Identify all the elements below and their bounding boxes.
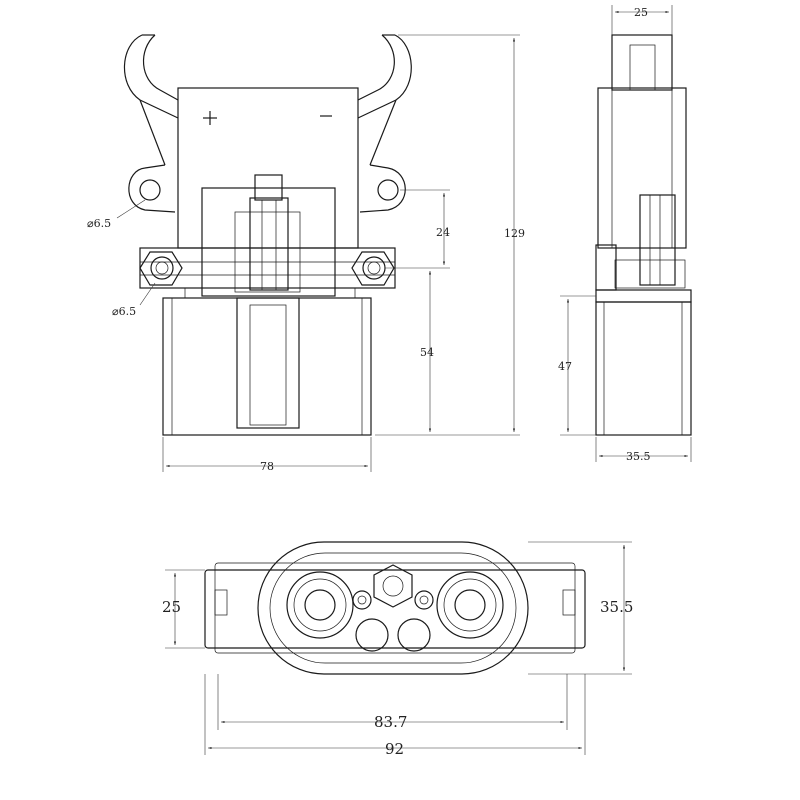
bottom-dim-92: 92 [204, 674, 586, 758]
bottom-dim-83-7: 83.7 [217, 674, 568, 731]
nut-right [351, 251, 395, 286]
terminal-left [286, 571, 354, 639]
bottom-dim-35-5-label: 35.5 [600, 598, 633, 616]
dim-78: 78 [162, 437, 372, 473]
side-dim-47: 47 [558, 295, 596, 436]
mounting-hole-left [139, 179, 161, 201]
side-dim-25: 25 [611, 5, 673, 35]
side-dim-47-label: 47 [558, 360, 572, 373]
side-view [595, 34, 692, 436]
bottom-dim-25-label: 25 [162, 598, 181, 616]
front-view [123, 34, 412, 436]
dim-24: 24 [385, 189, 450, 269]
dim-24-label: 24 [436, 226, 450, 239]
terminal-right [436, 571, 504, 639]
bottom-dim-25: 25 [162, 569, 205, 649]
dim-54: 54 [375, 271, 440, 436]
bottom-dim-92-label: 92 [385, 740, 404, 758]
side-dim-25-label: 25 [634, 6, 648, 19]
side-dim-35-5: 35.5 [595, 437, 692, 463]
dim-78-label: 78 [260, 460, 274, 473]
dim-129-label: 129 [504, 227, 525, 240]
bottom-dim-83-7-label: 83.7 [374, 713, 407, 731]
side-dim-35-5-label: 35.5 [626, 450, 651, 463]
dim-129: 129 [398, 34, 525, 436]
nut-left [139, 251, 183, 286]
polarity-symbols [203, 111, 332, 125]
hole-diameter-label-top: ⌀6.5 [87, 217, 111, 230]
bottom-dim-35-5: 35.5 [528, 541, 633, 675]
dim-54-label: 54 [420, 346, 434, 359]
mounting-hole-right [377, 179, 399, 201]
bottom-view [204, 541, 586, 675]
hole-diameter-label-bottom: ⌀6.5 [112, 305, 136, 318]
